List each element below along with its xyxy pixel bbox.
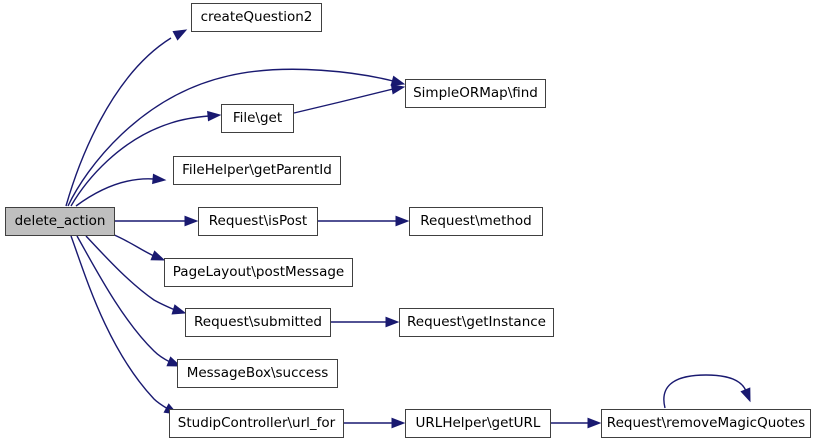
graph-node-file-get[interactable]: File\get [221,104,294,133]
call-edge [65,37,172,207]
call-edge-arrowhead [395,215,410,227]
call-edge-arrowhead [150,250,166,261]
graph-node-label: FileHelper\getParentId [182,161,332,178]
call-edge [76,235,171,363]
call-edge-arrowhead [385,316,400,328]
call-edge [111,233,155,257]
call-edge-arrowhead [587,417,602,429]
call-edge-arrowhead [390,75,406,86]
graph-node-label: File\get [232,109,283,126]
graph-node-pagelayout-postmessage[interactable]: PageLayout\postMessage [164,258,353,287]
graph-node-label: createQuestion2 [200,8,313,25]
call-edge [70,115,210,207]
graph-node-filehelper-getparentid[interactable]: FileHelper\getParentId [173,156,341,185]
call-edge [67,68,394,207]
graph-node-label: Request\method [420,212,532,229]
graph-node-simpleormap-find[interactable]: SimpleORMap\find [405,79,546,108]
graph-node-label: URLHelper\getURL [415,414,541,431]
graph-node-request-ispost[interactable]: Request\isPost [198,207,318,236]
call-edge [663,374,747,409]
graph-node-request-getinstance[interactable]: Request\getInstance [399,308,554,337]
graph-node-urlhelper-geturl[interactable]: URLHelper\getURL [405,409,551,438]
graph-node-messagebox-success[interactable]: MessageBox\success [177,359,338,388]
graph-node-request-method[interactable]: Request\method [409,207,543,236]
graph-node-label: PageLayout\postMessage [172,263,345,280]
graph-node-createQuestion2[interactable]: createQuestion2 [191,3,322,32]
graph-node-studipcontroller-url-for[interactable]: StudipController\url_for [169,409,344,438]
graph-node-request-submitted[interactable]: Request\submitted [185,308,331,337]
graph-node-label: SimpleORMap\find [413,84,538,101]
call-edge-arrowhead [166,356,182,367]
call-edge-arrowhead [740,387,751,403]
call-edge [70,235,169,410]
call-edge-arrowhead [207,110,222,122]
call-edge-arrowhead [184,215,199,227]
graph-node-delete-action[interactable]: delete_action [5,207,115,236]
graph-node-label: StudipController\url_for [177,414,336,431]
call-edge-arrowhead [172,29,188,41]
call-edge-arrowhead [390,83,406,95]
graph-node-label: Request\removeMagicQuotes [606,414,806,431]
graph-node-request-removemagicquotes[interactable]: Request\removeMagicQuotes [601,409,811,438]
call-edge-arrowhead [391,417,406,429]
graph-node-label: delete_action [14,212,106,229]
graph-node-label: Request\getInstance [407,313,546,330]
call-edge-arrowhead [171,304,187,315]
call-edge [85,235,176,311]
call-edge [293,88,394,114]
call-edge-arrowhead [152,173,167,185]
graph-node-label: Request\submitted [194,313,322,330]
graph-node-label: MessageBox\success [186,364,329,381]
call-edge [75,178,155,207]
graph-node-label: Request\isPost [208,212,308,229]
